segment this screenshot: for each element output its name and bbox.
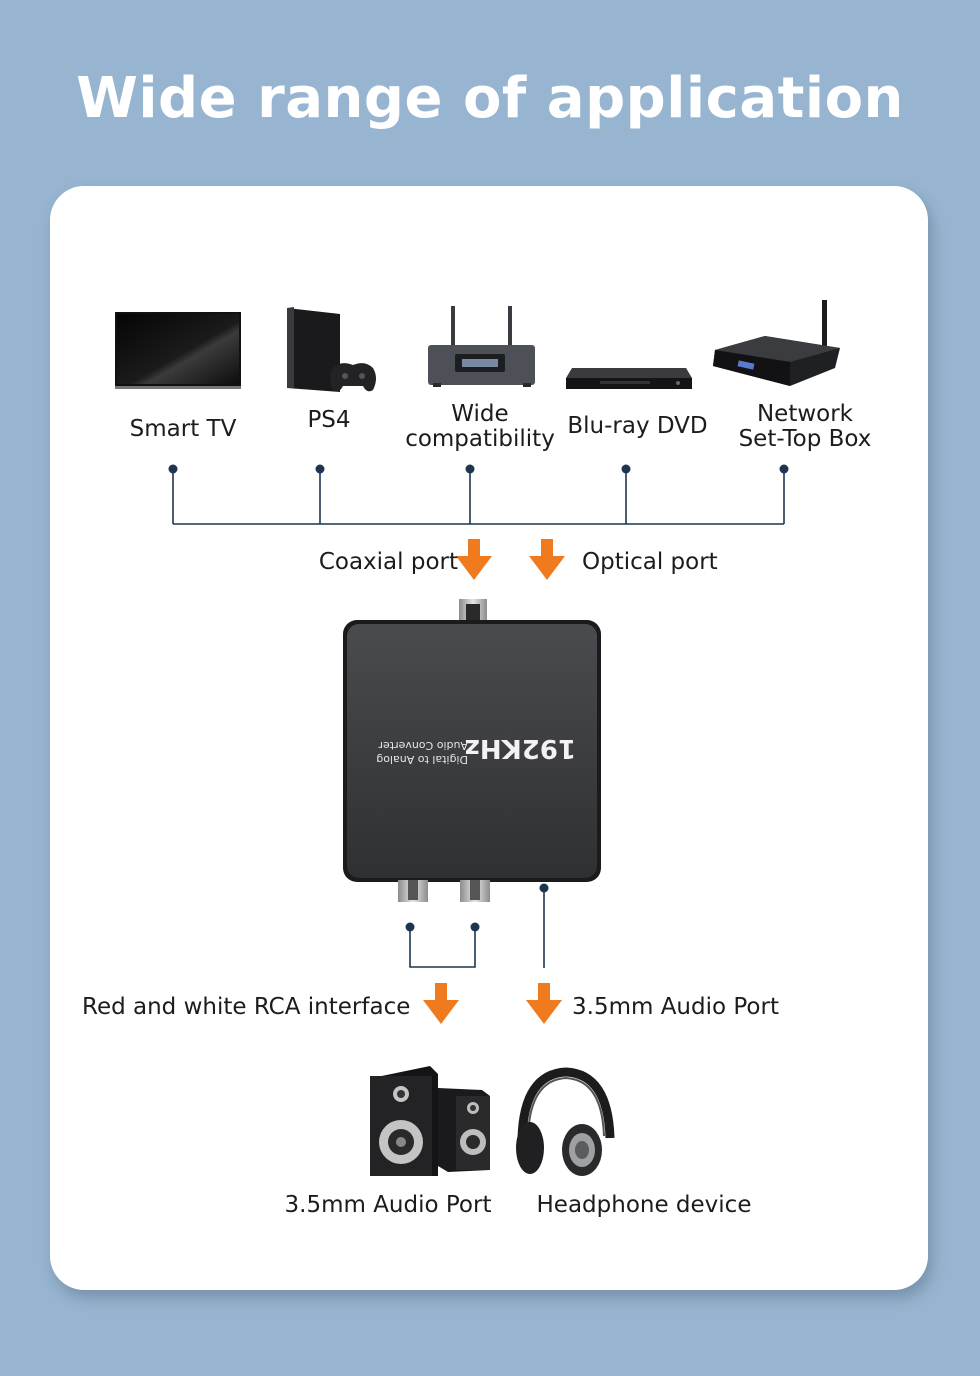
optical-arrow-icon: [529, 539, 565, 580]
source-label-bluray: Blu-ray DVD: [567, 413, 708, 439]
tv-icon: [115, 312, 241, 389]
connector-dot: [315, 464, 325, 474]
source-label-smart-tv: Smart TV: [129, 416, 237, 442]
coaxial-arrow-icon: [456, 539, 492, 580]
connector-dot: [405, 922, 415, 932]
dvd-player-icon: [566, 368, 692, 389]
optical-port-label: Optical port: [582, 549, 718, 575]
source-label-wide-line1: Wide: [451, 401, 509, 427]
connector-dot: [465, 464, 475, 474]
source-connector: [172, 469, 785, 525]
converter-device: [343, 599, 601, 902]
output-connector: [409, 888, 545, 968]
source-label-ps4: PS4: [307, 407, 351, 433]
connector-dot: [539, 883, 549, 893]
connector-dot: [621, 464, 631, 474]
connector-dot: [779, 464, 789, 474]
device-subtitle-line1: Digital to Analog: [376, 753, 468, 766]
aux-arrow-icon: [526, 983, 562, 1024]
device-print: 192KHz Digital to Analog Audio Converter: [376, 733, 576, 766]
connector-dot: [168, 464, 178, 474]
device-subtitle-line2: Audio Converter: [378, 739, 468, 752]
device-model: 192KHz: [465, 733, 576, 763]
source-label-stb-line1: Network: [756, 401, 854, 427]
source-label-wide-line2: compatibility: [405, 426, 555, 452]
endpoint-label-headphones: Headphone device: [536, 1192, 752, 1218]
connector-dot: [470, 922, 480, 932]
source-label-stb-line2: Set-Top Box: [738, 426, 872, 452]
page-title: Wide range of application: [76, 66, 904, 131]
set-top-box-icon: [713, 300, 840, 386]
rca-interface-label: Red and white RCA interface: [82, 994, 411, 1020]
router-icon: [428, 306, 535, 387]
aux-port-label: 3.5mm Audio Port: [572, 994, 779, 1020]
headphones-icon: [516, 1067, 615, 1176]
game-console-icon: [287, 307, 376, 392]
rca-arrow-icon: [423, 983, 459, 1024]
coaxial-port-label: Coaxial port: [318, 549, 458, 575]
speakers-icon: [370, 1066, 490, 1176]
endpoint-label-speakers: 3.5mm Audio Port: [284, 1192, 492, 1218]
